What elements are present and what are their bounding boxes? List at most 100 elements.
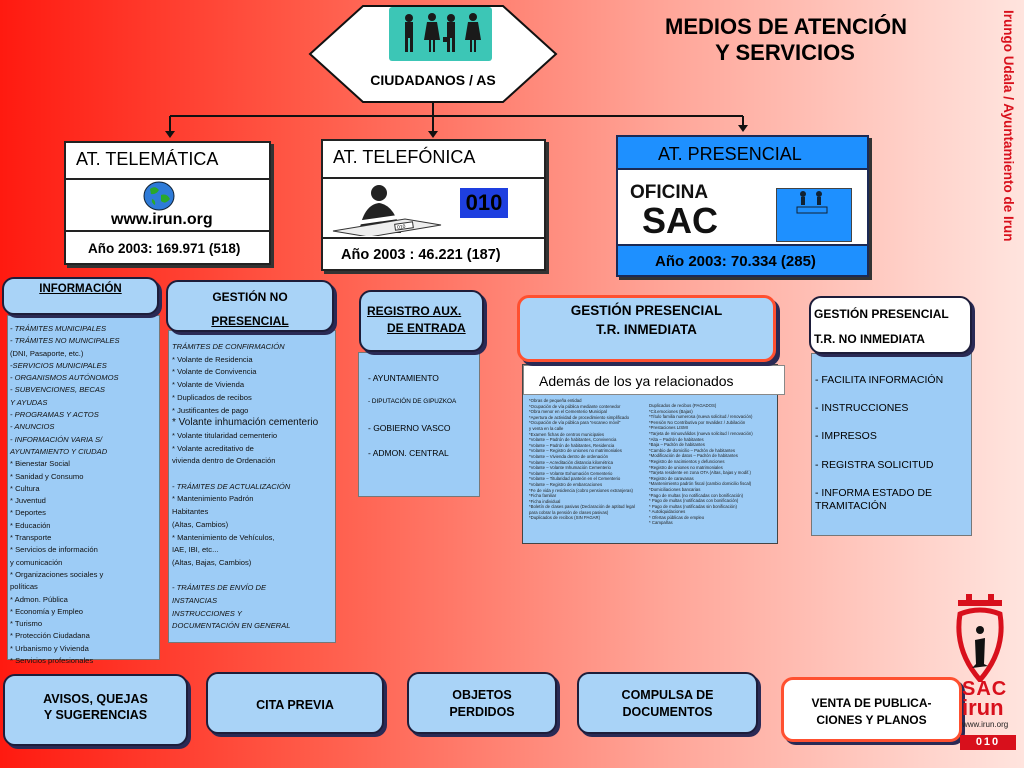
- gestion-inm-item: *Baja – Padrón de habitantes: [649, 442, 705, 448]
- cita-previa-pill: CITA PREVIA: [206, 672, 384, 734]
- telematica-box: AT. TELEMÁTICA www.irun.org Año 2003: 16…: [64, 141, 271, 265]
- gestion-inm-item: *Boletín de clases pasivas (Declaración …: [529, 504, 635, 510]
- avisos-line-1: AVISOS, QUEJAS: [43, 692, 148, 706]
- title-line-1: MEDIOS DE ATENCIÓN: [665, 14, 908, 39]
- informacion-item: - ORGANISMOS AUTÓNOMOS: [10, 373, 119, 383]
- informacion-item: * Bienestar Social: [10, 459, 70, 469]
- gestion-inm-item: *Alta – Padrón de habitantes: [649, 436, 704, 442]
- telefonica-stat: Año 2003 : 46.221 (187): [341, 247, 501, 263]
- office-picture: [776, 188, 852, 242]
- gestion-inm-item: * Pago de multas (notificadas sin bonifi…: [649, 503, 737, 509]
- globe-icon: [143, 181, 175, 211]
- informacion-header: INFORMACIÓN: [2, 277, 159, 315]
- gestion-inm-item: *Volante – Padrón de habitantes, Convive…: [529, 437, 617, 443]
- telematica-title: AT. TELEMÁTICA: [66, 143, 269, 180]
- gestion-inm-item: *Volante – Registro de uniones no matrim…: [529, 448, 622, 454]
- informacion-item: * Urbanismo y Vivienda: [10, 643, 89, 653]
- objetos-line-1: OBJETOS: [452, 688, 512, 702]
- informacion-item: * Protección Ciudadana: [10, 631, 90, 641]
- telefonica-phone-area: 010 010: [323, 179, 544, 239]
- gestion-inm-item: Duplicados de recibos (PAGADOS): [649, 403, 717, 408]
- registro-item: - AYUNTAMIENTO: [368, 373, 439, 383]
- telefonica-number: 010: [460, 188, 508, 218]
- gestion-no-item: - TRÁMITES DE ENVÍO DE: [172, 583, 267, 593]
- gestion-no-inm-item: - INSTRUCCIONES: [815, 402, 909, 414]
- informacion-item: * Juventud: [10, 496, 46, 506]
- gestion-inm-item: *Duplicados de recibos (SIN PAGAR): [529, 515, 601, 521]
- gestion-no-presencial-header: GESTIÓN NO PRESENCIAL: [166, 280, 334, 332]
- presencial-title: AT. PRESENCIAL: [618, 137, 867, 170]
- gestion-no-item: * Volante de Residencia: [172, 354, 253, 364]
- logo-url: www.irun.org: [962, 720, 1009, 729]
- registro-panel: - AYUNTAMIENTO - DIPUTACIÓN DE GIPUZKOA …: [358, 352, 480, 497]
- informacion-item: (DNI, Pasaporte, etc.): [10, 348, 84, 358]
- gestion-inm-item: *Mantenimiento padrón fiscal (cambio dom…: [649, 481, 752, 487]
- gestion-inm-item: *Cit.emociones (Bajas): [649, 408, 693, 414]
- gestion-inmediata-col-1: *Obras de pequeña entidad *Ocupación de …: [529, 398, 635, 521]
- compulsa-line-2: DOCUMENTOS: [622, 705, 713, 719]
- gestion-no-inm-item: - REGISTRA SOLICITUD: [815, 459, 934, 471]
- informacion-item: * Deportes: [10, 508, 46, 518]
- gestion-inm-item: *Fe de vida y residencia (cobro pensione…: [529, 487, 633, 493]
- gestion-inm-item: *Ocupación de vía pública mediante conte…: [529, 403, 621, 409]
- gestion-no-inm-item: - FACILITA INFORMACIÓN: [815, 374, 944, 386]
- gestion-no-item: * Volante acreditativo de: [172, 443, 254, 453]
- gestion-no-title-1: GESTIÓN NO: [212, 290, 288, 304]
- gestion-no-presencial-panel: TRÁMITES DE CONFIRMACIÓN * Volante de Re…: [168, 330, 336, 643]
- informacion-item: políticas: [10, 582, 38, 592]
- gestion-inm-item: *Obra menor en el Cementerio Municipal: [529, 409, 607, 415]
- gestion-inmediata-sub: Además de los ya relacionados: [539, 373, 734, 389]
- informacion-item: * Organizaciones sociales y: [10, 569, 104, 579]
- info-i-logo-icon: [956, 594, 1004, 682]
- logo-number: 010: [975, 736, 1001, 748]
- informacion-item: -SERVICIOS MUNICIPALES: [10, 360, 107, 370]
- gestion-inm-item: *Registro de caravanas: [649, 475, 694, 481]
- gestion-inm-item: *Tarjeta residente en zona OTA (Altas, b…: [649, 470, 751, 476]
- office-desk-icon: [796, 191, 828, 214]
- informacion-panel: - TRÁMITES MUNICIPALES - TRÁMITES NO MUN…: [7, 315, 160, 665]
- informacion-item: AYUNTAMIENTO Y CIUDAD: [10, 446, 108, 456]
- gestion-inm-item: *Volante – Vivienda dentro de ordenación: [529, 453, 608, 459]
- informacion-item: - ANUNCIOS: [10, 422, 55, 432]
- gestion-no-item: [172, 468, 318, 481]
- gestion-inm-item: *Volante – Padrón de habitantes, Residen…: [529, 442, 615, 448]
- informacion-item: Y AYUDAS: [10, 397, 48, 407]
- registro-item: - ADMON. CENTRAL: [368, 448, 449, 458]
- presencial-office-area: OFICINA SAC: [618, 170, 867, 246]
- informacion-list: - TRÁMITES MUNICIPALES - TRÁMITES NO MUN…: [10, 323, 120, 667]
- venta-line-1: VENTA DE PUBLICA-: [811, 696, 932, 710]
- gestion-inm-title-2: T.R. INMEDIATA: [596, 322, 697, 337]
- venta-pill: VENTA DE PUBLICA- CIONES Y PLANOS: [781, 677, 962, 742]
- gestion-no-item: * Volante de Vivienda: [172, 380, 245, 390]
- gestion-no-inm-item: - INFORMA ESTADO DE: [815, 487, 933, 499]
- logo-sac: SAC: [962, 678, 1008, 700]
- gestion-no-item: Habitantes: [172, 507, 209, 517]
- presencial-box: AT. PRESENCIAL OFICINA SAC Año 2003: 70.…: [616, 135, 869, 277]
- side-vertical-text: Irungo Udala / Ayuntamiento de Irun: [1001, 10, 1016, 242]
- gestion-inmediata-col-2: Duplicados de recibos (PAGADOS) *Cit.emo…: [649, 403, 753, 526]
- informacion-item: * Cultura: [10, 483, 40, 493]
- gestion-inm-item: *Volante – Registro de embarcaciones: [529, 481, 603, 487]
- gestion-no-item: DOCUMENTACIÓN EN GENERAL: [172, 621, 291, 631]
- informacion-item: * Economía y Empleo: [10, 606, 84, 616]
- gestion-inm-item: *Modificación de datos – Padrón de habit…: [649, 453, 738, 459]
- gestion-inm-item: * Ofertas públicas de empleo: [649, 514, 705, 520]
- gestion-inm-item: * Autoliquidaciones: [649, 509, 686, 515]
- informacion-item: - TRÁMITES NO MUNICIPALES: [10, 336, 120, 346]
- gestion-inm-item: *Registro de nacimientos y defunciones: [649, 458, 725, 464]
- gestion-inmediata-header: GESTIÓN PRESENCIAL T.R. INMEDIATA: [517, 295, 776, 362]
- gestion-inm-item: *Volante – Volante Exhumación Cementerio: [529, 470, 613, 476]
- avisos-line-2: Y SUGERENCIAS: [43, 708, 148, 722]
- gestion-no-item: [172, 570, 318, 583]
- gestion-no-item: * Volante de Convivencia: [172, 367, 257, 377]
- gestion-inm-item: y venta en la calle: [529, 425, 564, 431]
- gestion-inm-item: *Ficha familiar: [529, 493, 557, 499]
- registro-title-2: DE ENTRADA: [387, 321, 466, 335]
- presencial-stat: Año 2003: 70.334 (285): [655, 253, 816, 270]
- gestion-inm-item: *Ficha individual: [529, 498, 561, 504]
- svg-text:010: 010: [397, 224, 406, 231]
- objetos-line-2: PERDIDOS: [449, 705, 515, 719]
- gestion-inm-item: *Pensión No Contributiva por Invalidez /…: [649, 419, 746, 425]
- gestion-inm-item: *Pago de multas (no notificadas con boni…: [649, 492, 744, 498]
- informacion-item: - TRÁMITES MUNICIPALES: [10, 324, 107, 333]
